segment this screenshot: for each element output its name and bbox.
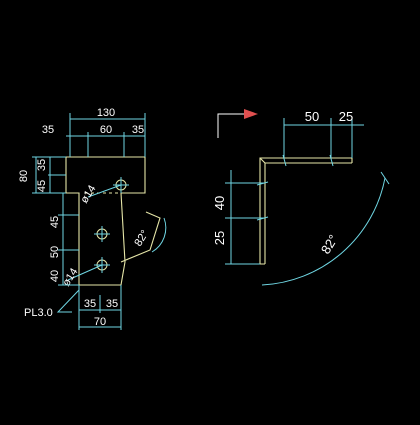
dim-35-right: 35 bbox=[132, 124, 144, 136]
dim-45-upper: 45 bbox=[36, 180, 48, 192]
side-dim-25: 25 bbox=[339, 109, 353, 124]
view-marker bbox=[217, 113, 244, 138]
dim-130: 130 bbox=[97, 107, 115, 119]
bend-tab bbox=[120, 211, 161, 263]
dim-35-left: 35 bbox=[42, 124, 54, 136]
dim-40: 40 bbox=[49, 270, 61, 282]
dim-45-lower: 45 bbox=[49, 216, 61, 228]
dim-35-bottom-right: 35 bbox=[106, 298, 118, 310]
side-view: 50 25 40 25 82° bbox=[212, 109, 390, 286]
dim-35-vert: 35 bbox=[36, 159, 48, 171]
dim-60: 60 bbox=[100, 124, 112, 136]
dim-70: 70 bbox=[94, 316, 106, 328]
dim-50: 50 bbox=[49, 246, 61, 258]
flat-plate-view: ø14 ø14 130 35 60 35 80 bbox=[18, 107, 167, 330]
arrow-icon bbox=[244, 109, 258, 119]
side-top-dimensions bbox=[283, 118, 364, 158]
side-left-dimensions bbox=[225, 170, 265, 265]
side-angle-label: 82° bbox=[318, 232, 341, 257]
left-dimensions bbox=[32, 156, 79, 286]
flat-angle-label: 82° bbox=[132, 228, 151, 248]
angle-arc bbox=[261, 177, 386, 286]
top-dimensions bbox=[66, 113, 146, 157]
bottom-dimensions bbox=[78, 285, 122, 330]
dim-35-bottom-left: 35 bbox=[84, 298, 96, 310]
plate-thickness-label: PL3.0 bbox=[24, 307, 53, 319]
dim-80: 80 bbox=[18, 170, 30, 182]
side-dim-25-vert: 25 bbox=[212, 231, 227, 245]
side-dim-50: 50 bbox=[305, 109, 319, 124]
angle-profile bbox=[259, 157, 353, 265]
side-dim-40: 40 bbox=[212, 196, 227, 210]
plate-outline bbox=[65, 156, 146, 286]
